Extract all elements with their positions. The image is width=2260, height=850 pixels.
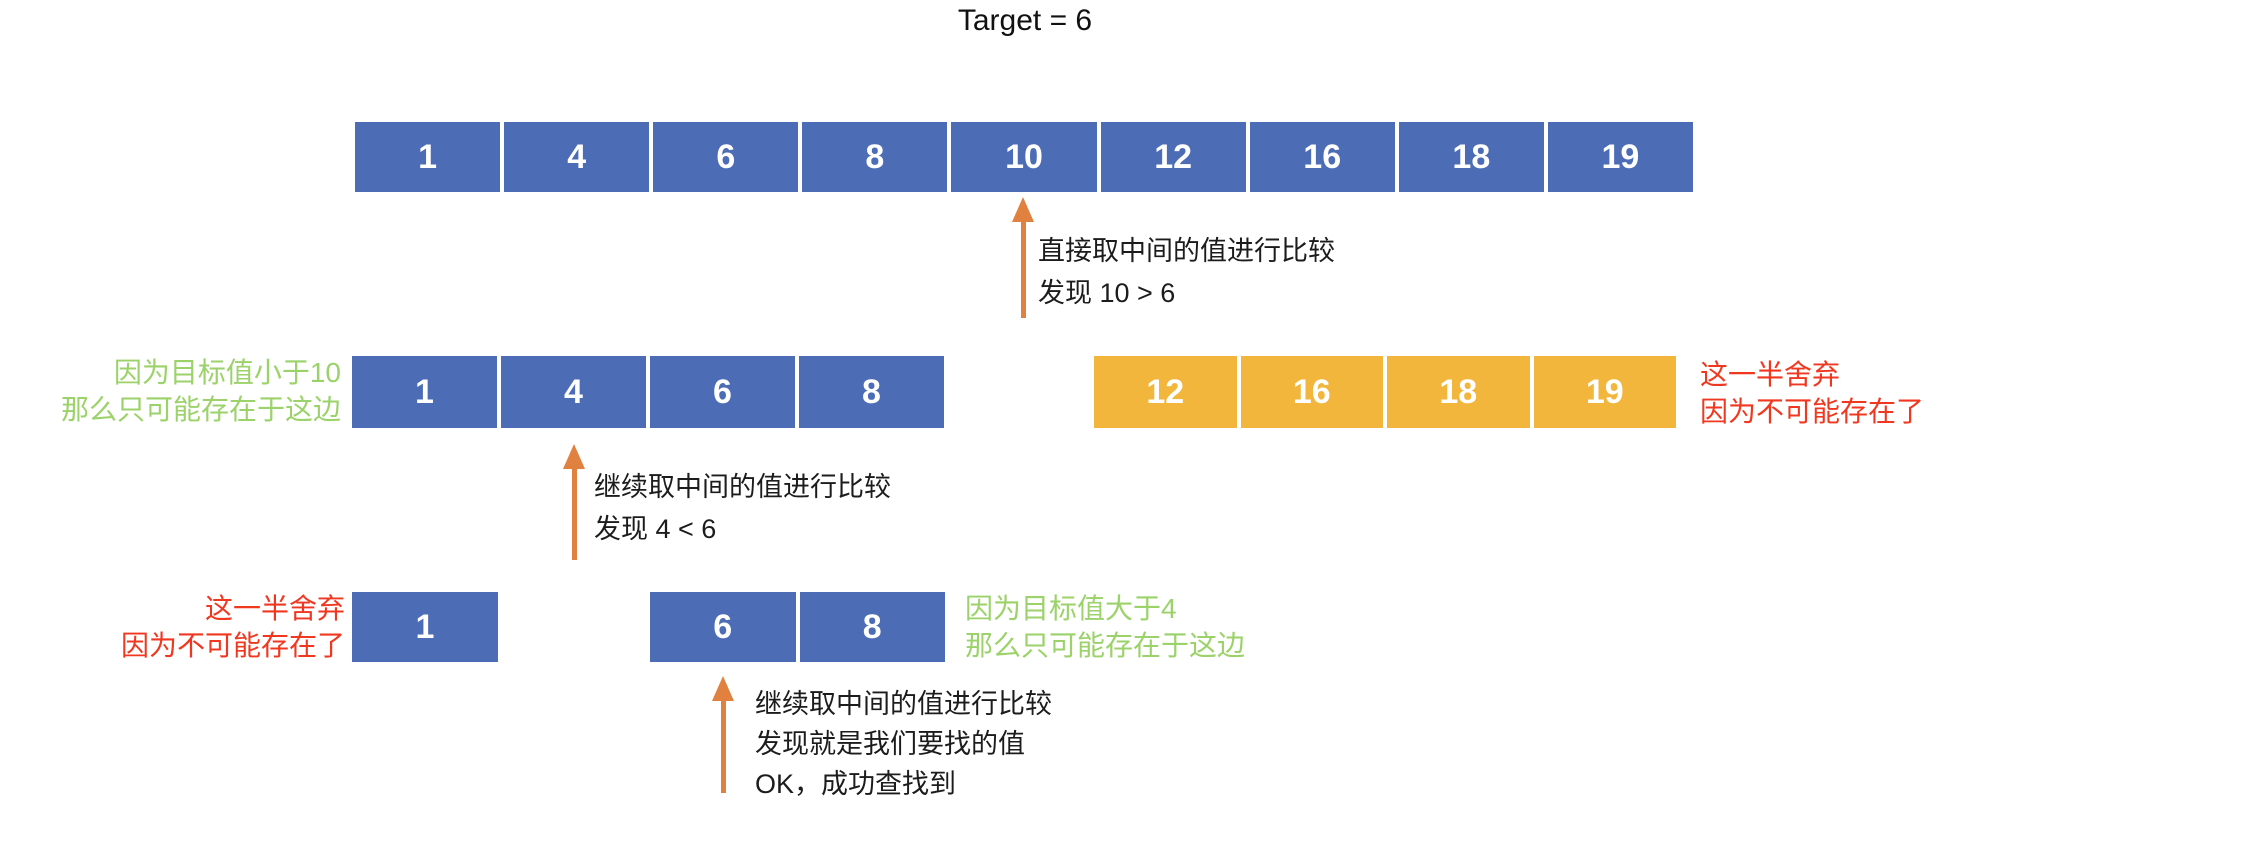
step3-discarded-array: 1 — [352, 592, 498, 662]
step2-discarded-array: 12 16 18 19 — [1094, 356, 1676, 428]
array-cell: 12 — [1094, 356, 1237, 428]
note-line: 发现就是我们要找的值 — [755, 729, 1025, 759]
arrow-head — [712, 676, 734, 701]
array-cell: 19 — [1533, 356, 1676, 428]
array-cell: 6 — [650, 356, 795, 428]
note-line: 发现 10 > 6 — [1038, 278, 1176, 308]
array-cell: 16 — [1249, 122, 1395, 192]
note-line: 继续取中间的值进行比较 — [594, 472, 891, 502]
array-cell-mid: 10 — [951, 122, 1097, 192]
array-cell: 12 — [1100, 122, 1246, 192]
note-line: 因为不可能存在了 — [120, 630, 345, 661]
arrow-head — [1012, 197, 1034, 222]
up-arrow-icon — [1012, 197, 1034, 318]
note-line: OK，成功查找到 — [755, 769, 957, 799]
array-cell: 8 — [799, 356, 944, 428]
note-line: 这一半舍弃 — [1700, 359, 1841, 390]
array-cell: 4 — [504, 122, 650, 192]
array-cell: 18 — [1398, 122, 1544, 192]
note-line: 那么只可能存在于这边 — [965, 630, 1246, 661]
note-line: 发现 4 < 6 — [594, 514, 717, 544]
note-line: 因为目标值小于10 — [113, 357, 341, 388]
array-cell: 8 — [802, 122, 948, 192]
array-cell: 1 — [352, 592, 498, 662]
array-cell: 16 — [1240, 356, 1383, 428]
array-cell: 1 — [355, 122, 501, 192]
arrow-shaft — [720, 701, 726, 793]
up-arrow-icon — [563, 444, 585, 560]
arrow-shaft — [1020, 222, 1026, 318]
step1-full-array: 1 4 6 8 10 12 16 18 19 — [355, 122, 1693, 192]
array-cell: 19 — [1547, 122, 1693, 192]
step2-pointer-note: 继续取中间的值进行比较 发现 4 < 6 — [594, 466, 891, 550]
note-line: 继续取中间的值进行比较 — [755, 689, 1052, 719]
array-cell-mid: 6 — [650, 592, 796, 662]
note-line: 因为不可能存在了 — [1700, 396, 1925, 427]
step2-left-note: 因为目标值小于10 那么只可能存在于这边 — [20, 354, 341, 428]
array-cell: 6 — [653, 122, 799, 192]
note-line: 那么只可能存在于这边 — [60, 394, 341, 425]
note-line: 直接取中间的值进行比较 — [1038, 236, 1335, 266]
step3-pointer-note: 继续取中间的值进行比较 发现就是我们要找的值 OK，成功查找到 — [755, 684, 1052, 804]
note-line: 这一半舍弃 — [204, 593, 345, 624]
step2-right-note: 这一半舍弃 因为不可能存在了 — [1700, 356, 1924, 430]
note-line: 因为目标值大于4 — [965, 593, 1177, 624]
arrow-shaft — [571, 469, 577, 560]
array-cell: 18 — [1387, 356, 1530, 428]
arrow-head — [563, 444, 585, 469]
page-title: Target = 6 — [957, 4, 1093, 37]
step3-kept-array: 6 8 — [650, 592, 945, 662]
step3-left-note: 这一半舍弃 因为不可能存在了 — [60, 590, 345, 664]
array-cell: 8 — [799, 592, 945, 662]
step2-kept-array: 1 4 6 8 — [352, 356, 944, 428]
step3-right-note: 因为目标值大于4 那么只可能存在于这边 — [965, 590, 1245, 664]
array-cell: 1 — [352, 356, 497, 428]
step1-pointer-note: 直接取中间的值进行比较 发现 10 > 6 — [1038, 230, 1335, 314]
up-arrow-icon — [712, 676, 734, 793]
array-cell-mid: 4 — [501, 356, 646, 428]
